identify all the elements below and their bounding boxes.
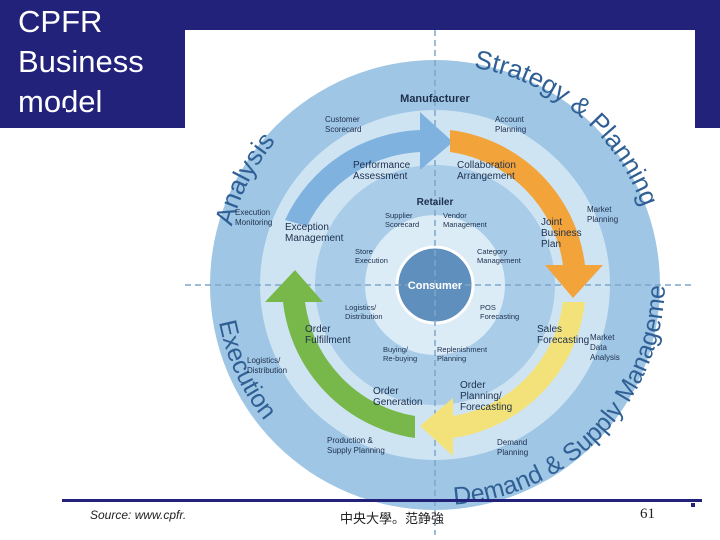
arrow-strategy: [450, 130, 603, 298]
footer-line: [62, 499, 702, 502]
title-line-1: CPFR: [18, 4, 103, 39]
source-text: Source: www.cpfr.: [90, 508, 187, 522]
page-number: 61: [640, 506, 655, 522]
manufacturer-label: Manufacturer: [400, 93, 470, 105]
title-line-3: model: [18, 84, 103, 119]
consumer-label: Consumer: [408, 280, 463, 292]
arrow-execution: [265, 270, 415, 438]
buying-label: Buying/Re-buying: [383, 345, 417, 363]
arrow-analysis: [285, 112, 453, 226]
institution-text: 中央大學。范錚強: [340, 512, 445, 527]
title-line-2: Business: [18, 44, 144, 79]
retailer-label: Retailer: [417, 197, 454, 208]
outer-logistics-label: Logistics/Distribution: [247, 356, 287, 375]
slide-title: CPFR Business model: [18, 2, 144, 122]
cpfr-cycle-diagram: Analysis Strategy & Planning Execution D…: [185, 30, 695, 535]
footer-dot-icon: [691, 503, 695, 507]
bullet-icon: [60, 108, 66, 114]
production-supply-label: Production &Supply Planning: [327, 436, 385, 455]
inner-logistics-label: Logistics/Distribution: [345, 303, 383, 321]
arrow-demand: [420, 302, 585, 456]
